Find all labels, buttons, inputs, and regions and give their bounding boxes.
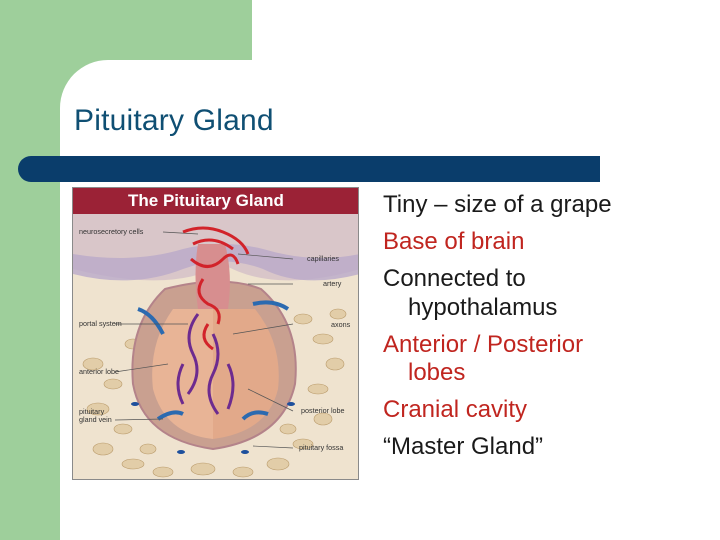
label-posterior-lobe: posterior lobe [301,406,345,415]
label-axons: axons [331,320,351,329]
label-pituitary-fossa: pituitary fossa [299,443,344,452]
label-pituitary-gland-vein-line1: pituitary [79,407,105,416]
pituitary-diagram: The Pituitary Gland [72,187,359,480]
bullet-text: Base of brain [383,228,525,255]
label-neurosecretory-cells: neurosecretory cells [79,227,144,236]
slide-title: Pituitary Gland [74,104,274,137]
bullet-continuation: hypothalamus [408,293,558,321]
bullet-text: Anterior / Posterior [383,330,584,358]
bullet-item-cavity: Cranial cavity [383,396,703,425]
bullet-text: Connected to [383,265,526,292]
label-portal-system: portal system [79,319,122,328]
label-anterior-lobe: anterior lobe [79,367,119,376]
bullet-item-master: “Master Gland” [383,433,703,462]
label-pituitary-gland-vein-line2: gland vein [79,415,112,424]
diagram-header: The Pituitary Gland [73,188,358,214]
title-underline-bar [18,156,600,182]
bullet-list: Tiny – size of a grape Base of brain Con… [383,191,703,470]
label-artery: artery [323,279,342,288]
bullet-text: “Master Gland” [383,433,544,460]
bullet-item-size: Tiny – size of a grape [383,191,703,220]
label-capillaries: capillaries [307,254,339,263]
bullet-item-location: Base of brain [383,228,703,257]
pituitary-illustration [73,214,358,479]
bullet-text: Tiny – size of a grape [383,191,612,218]
bullet-continuation: lobes [408,359,466,386]
bullet-text: Cranial cavity [383,396,528,423]
